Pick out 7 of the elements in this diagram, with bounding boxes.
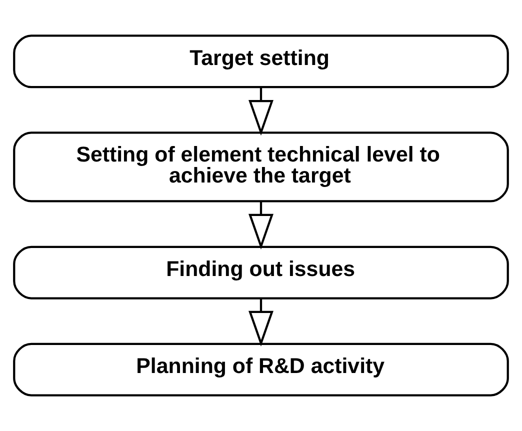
node-box: Target setting xyxy=(13,34,509,88)
arrow xyxy=(248,202,274,250)
node-box: Setting of element technical level to achieve the target xyxy=(13,132,509,202)
node-box: Finding out issues xyxy=(13,246,509,300)
node-box: Planning of R&D activity xyxy=(13,342,509,396)
arrow xyxy=(248,298,274,347)
arrow xyxy=(248,87,274,136)
